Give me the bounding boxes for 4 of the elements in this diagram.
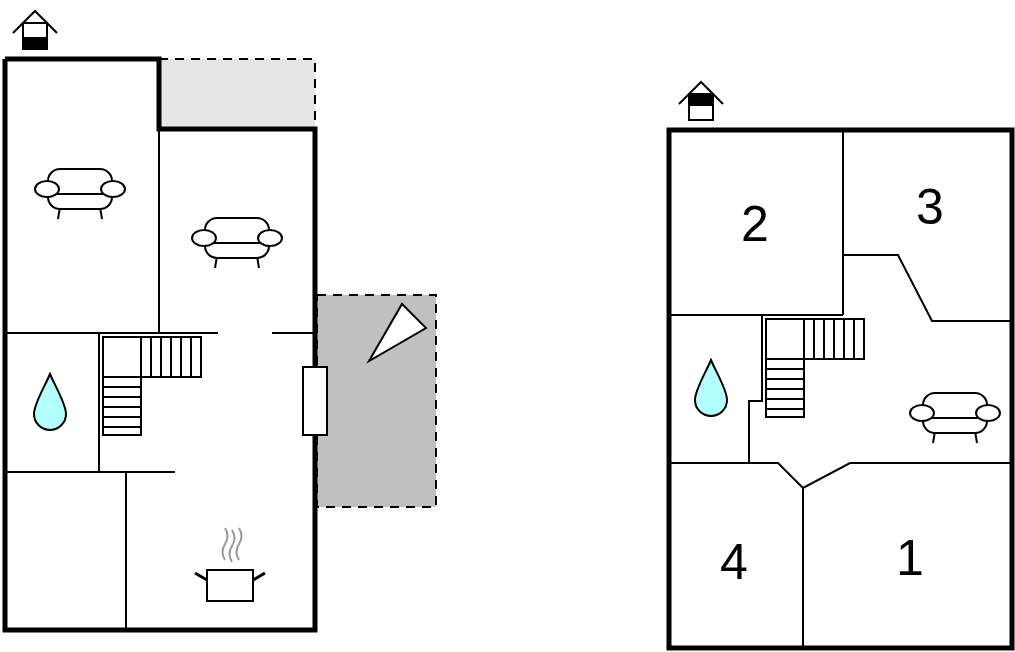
room-number: 2 <box>741 199 769 249</box>
room-number: 3 <box>916 182 944 232</box>
room-number: 4 <box>720 537 748 587</box>
room-number: 1 <box>896 533 924 583</box>
